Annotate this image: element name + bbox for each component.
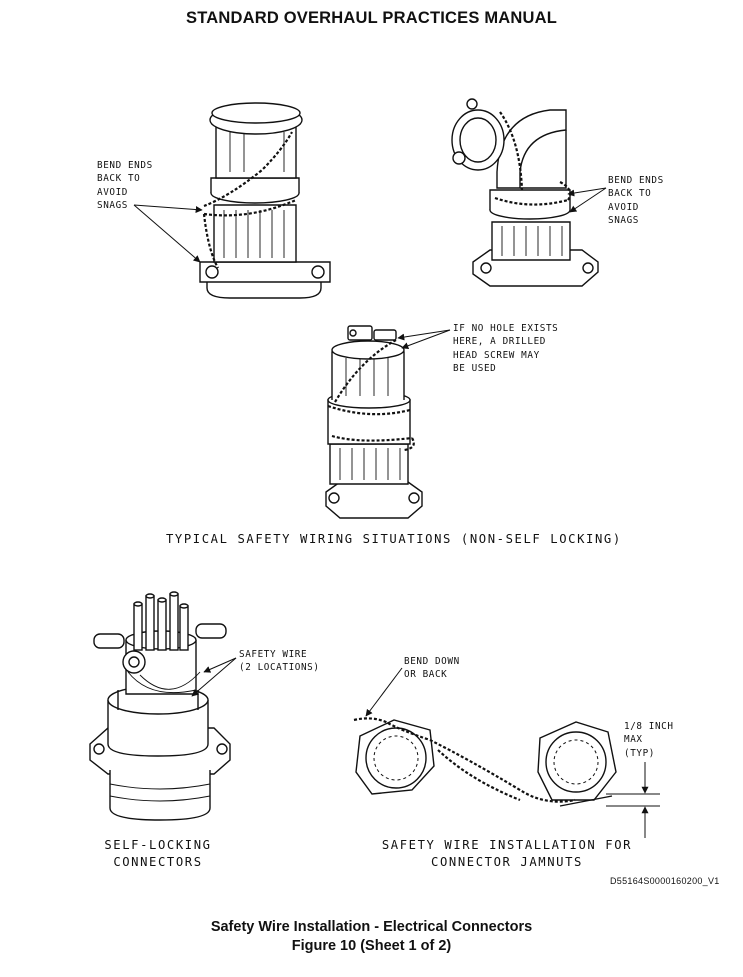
callout-leaders	[133, 187, 607, 717]
callout-safety-wire: SAFETY WIRE (2 LOCATIONS)	[239, 649, 320, 674]
elbow-connector-illustration	[451, 98, 599, 287]
callout-bend-down: BEND DOWN OR BACK	[404, 656, 460, 681]
jamnut-pair-illustration	[353, 717, 660, 838]
drilled-head-connector-illustration	[325, 325, 423, 519]
straight-connector-illustration	[199, 102, 331, 299]
figure-title: Safety Wire Installation - Electrical Co…	[210, 919, 533, 935]
callout-bend-ends-right: BEND ENDS BACK TO AVOID SNAGS	[608, 175, 664, 227]
document-id: D55164S0000160200_V1	[610, 876, 720, 886]
page-title: STANDARD OVERHAUL PRACTICES MANUAL	[185, 9, 558, 27]
caption-self-locking: SELF-LOCKING CONNECTORS	[104, 838, 212, 869]
figure-number: Figure 10 (Sheet 1 of 2)	[291, 938, 452, 954]
callout-bend-ends-left: BEND ENDS BACK TO AVOID SNAGS	[97, 160, 153, 212]
caption-typical: TYPICAL SAFETY WIRING SITUATIONS (NON-SE…	[166, 532, 622, 546]
caption-jamnuts: SAFETY WIRE INSTALLATION FOR CONNECTOR J…	[381, 838, 633, 869]
self-locking-connector-illustration	[89, 591, 231, 821]
callout-no-hole: IF NO HOLE EXISTS HERE, A DRILLED HEAD S…	[453, 323, 559, 375]
callout-max-inch: 1/8 INCH MAX (TYP)	[624, 721, 674, 759]
